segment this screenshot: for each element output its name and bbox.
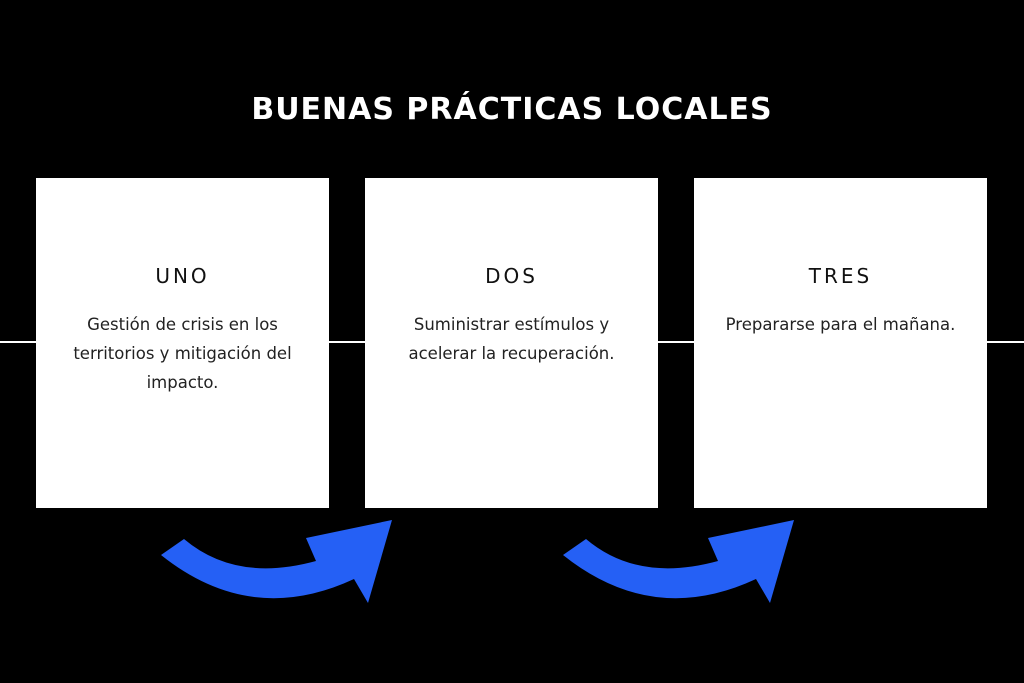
- curved-arrow-right-icon: [161, 520, 392, 603]
- step-card-dos: DOS Suministrar estímulos y acelerar la …: [365, 178, 658, 508]
- step-card-tres: TRES Prepararse para el mañana.: [694, 178, 987, 508]
- step-card-uno: UNO Gestión de crisis en los territorios…: [36, 178, 329, 508]
- step-card-heading: UNO: [155, 264, 210, 288]
- step-card-heading: TRES: [808, 264, 873, 288]
- step-card-heading: DOS: [485, 264, 538, 288]
- step-card-text: Gestión de crisis en los territorios y m…: [73, 315, 292, 392]
- curved-arrow-right-icon: [563, 520, 794, 603]
- step-card-text: Prepararse para el mañana.: [725, 315, 956, 334]
- step-card-text: Suministrar estímulos y acelerar la recu…: [408, 315, 615, 363]
- page-title: BUENAS PRÁCTICAS LOCALES: [251, 92, 773, 127]
